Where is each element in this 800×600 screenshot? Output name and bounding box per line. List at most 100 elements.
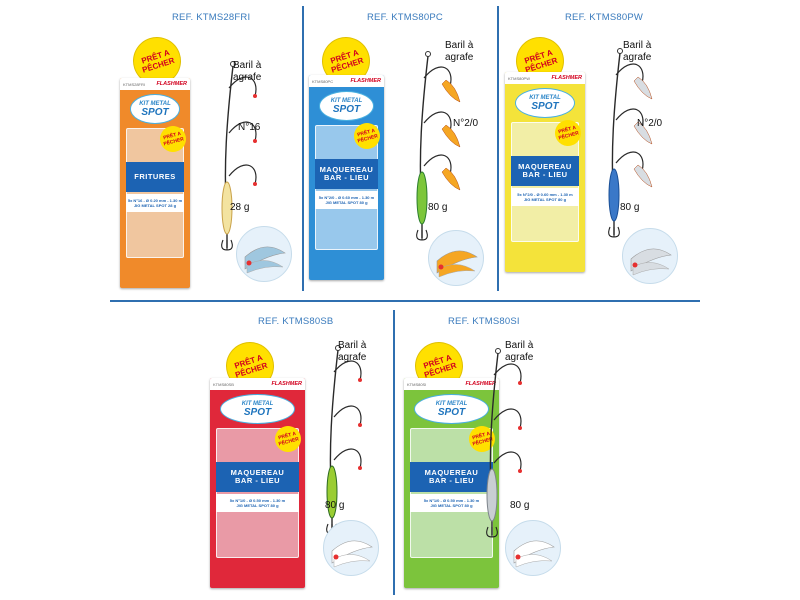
brand-logo: FLASHMER <box>271 381 302 387</box>
red-bead <box>358 423 362 427</box>
product-title: BAR - LIEU <box>324 173 369 182</box>
metal-jig <box>416 171 428 225</box>
lure-closeup <box>428 230 484 286</box>
snap-swivel <box>335 345 341 351</box>
dropper-arm <box>333 448 362 469</box>
divider-horizontal <box>110 300 700 302</box>
product-ref: REF. KTMS80PW <box>565 12 644 23</box>
dropper-arm <box>423 111 452 132</box>
dropper-arm <box>228 121 257 142</box>
card-code: KTMS80SB <box>213 381 234 387</box>
red-bead <box>253 139 257 143</box>
card-code: KTMS80PC <box>312 78 334 84</box>
logo-small-text: KIT METAL <box>139 100 171 107</box>
brand-logo: FLASHMER <box>156 81 187 87</box>
card-code: KTMS80PW <box>508 75 531 81</box>
logo-big-text: SPOT <box>141 106 169 118</box>
jig-weight-label: 80 g <box>510 500 530 511</box>
spec-line: 5x N°1/0 - Ø 0.50 mm - 1.30 m <box>229 498 286 503</box>
closeup-illustration <box>513 540 555 568</box>
logo-small-text: KIT METAL <box>529 94 561 101</box>
product-ref: REF. KTMS80SI <box>448 316 520 327</box>
product-title-strip: FRITURES <box>126 162 184 192</box>
lure-closeup <box>236 226 292 282</box>
card-header: KTMS80PW FLASHMER <box>505 72 585 84</box>
hook-size-label: N°16 <box>238 122 261 133</box>
rig-illustration <box>416 51 461 241</box>
lure-closeup <box>505 520 561 576</box>
closeup-illustration <box>331 540 373 568</box>
feather-lure <box>441 79 461 103</box>
feather-lure <box>633 164 653 188</box>
lure-closeup <box>622 228 678 284</box>
metal-jig <box>486 468 498 522</box>
product-title: MAQUEREAU <box>518 162 572 171</box>
lure-closeup <box>323 520 379 576</box>
logo-big-text: SPOT <box>243 406 272 418</box>
snap-swivel <box>425 51 431 57</box>
product-title: MAQUEREAU <box>230 468 285 477</box>
logo-small-text: KIT METAL <box>241 400 274 407</box>
snap-swivel <box>495 348 501 354</box>
dropper-arm <box>228 164 257 185</box>
dropper-arm <box>333 360 362 381</box>
closeup-illustration <box>436 250 478 278</box>
spec-line: JIG METAL SPOT 80 g <box>325 200 368 205</box>
product-title: BAR - LIEU <box>429 476 474 485</box>
spec-line: 5x N°16 - Ø 0.20 mm - 1.30 m <box>127 198 183 203</box>
red-bead <box>358 378 362 382</box>
red-bead <box>253 94 257 98</box>
brand-logo: FLASHMER <box>551 75 582 81</box>
brand-logo: FLASHMER <box>350 78 381 84</box>
blister-window <box>126 128 184 258</box>
snap-label: Baril à agrafe <box>505 340 534 363</box>
logo-small-text: KIT METAL <box>330 97 363 104</box>
logo-big-text: SPOT <box>437 406 466 418</box>
treble-hook <box>608 226 620 238</box>
card-code: KTMS28FRI <box>123 81 146 87</box>
snap-swivel <box>230 61 236 67</box>
snap-label: Baril à agrafe <box>623 40 652 63</box>
closeup-illustration <box>244 246 286 274</box>
jig-weight-label: 28 g <box>230 202 250 213</box>
dropper-arm <box>228 76 257 97</box>
red-bead <box>358 466 362 470</box>
dropper-arm <box>423 154 452 175</box>
treble-hook <box>416 229 428 241</box>
snap-label: Baril à agrafe <box>233 60 262 83</box>
jig-weight-label: 80 g <box>428 202 448 213</box>
metal-jig <box>326 465 338 519</box>
brand-logo: FLASHMER <box>465 381 496 387</box>
red-bead <box>518 426 522 430</box>
rig-illustration <box>326 345 362 535</box>
card-header: KTMS80SB FLASHMER <box>210 378 305 390</box>
product-title: FRITURES <box>134 172 176 181</box>
red-bead <box>518 469 522 473</box>
spec-line: JIG METAL SPOT 80 g <box>430 503 473 508</box>
spec-line: JIG METAL SPOT 28 g <box>133 203 177 208</box>
dropper-arm <box>493 408 522 429</box>
rig-illustration <box>486 348 522 538</box>
snap-label: Baril à agrafe <box>338 340 367 363</box>
hook-size-label: N°2/0 <box>637 118 663 129</box>
card-header: KTMS80PC FLASHMER <box>309 75 384 87</box>
divider-top-1 <box>302 6 304 291</box>
divider-bottom <box>393 310 395 595</box>
feather-lure <box>441 167 461 191</box>
red-bead <box>518 381 522 385</box>
